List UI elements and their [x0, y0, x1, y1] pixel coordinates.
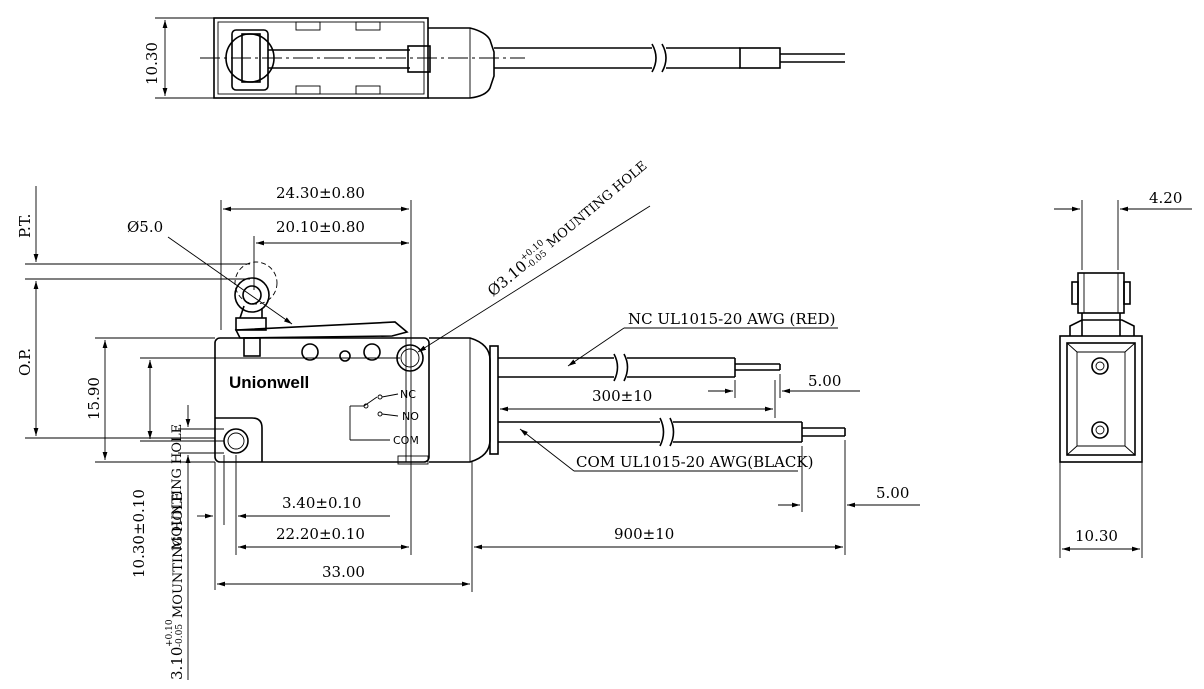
top-view: 10.30	[143, 17, 845, 99]
end-dim-bottom: 10.30	[1075, 527, 1118, 545]
end-dim-top: 4.20	[1149, 189, 1182, 207]
dim-op: O.P.	[16, 348, 34, 376]
dim-300: 300±10	[592, 387, 652, 405]
dim-10-30-a: 10.30±0.10	[130, 489, 148, 578]
dim-hole-left-tol-upper: +0.10	[165, 619, 175, 647]
dim-15-90: 15.90	[85, 377, 103, 420]
side-view: Unionwell NC NO COM	[16, 159, 920, 680]
dim-hole-left-main: 3.10	[168, 647, 186, 680]
dim-hole-text: MOUNTING HOLE	[544, 159, 650, 252]
end-view: 4.20 10.30	[1054, 189, 1192, 558]
dim-900: 900±10	[614, 525, 674, 543]
dim-strip-top: 5.00	[808, 372, 841, 390]
dim-width-24: 24.30±0.80	[276, 184, 365, 202]
dim-strip-bottom: 5.00	[876, 484, 909, 502]
dim-hole-left-tol-lower: -0.05	[175, 624, 185, 647]
dim-10-30-b: MOUNTING HOLE	[170, 424, 185, 550]
dim-22-20: 22.20±0.10	[276, 525, 365, 543]
dim-width-20: 20.10±0.80	[276, 218, 365, 236]
terminal-nc: NC	[400, 388, 416, 401]
top-height-dim: 10.30	[143, 42, 161, 85]
wire-com-label: COM UL1015-20 AWG(BLACK)	[576, 453, 813, 471]
brand-label: Unionwell	[229, 373, 309, 392]
terminal-com: COM	[393, 434, 419, 447]
dim-hole-left-text: MOUNTING HOLE	[171, 492, 186, 618]
dim-pt: P.T.	[16, 214, 34, 238]
dim-33: 33.00	[322, 563, 365, 581]
wire-nc-label: NC UL1015-20 AWG (RED)	[628, 310, 835, 328]
dim-roller-dia: Ø5.0	[127, 218, 163, 236]
dim-3-40: 3.40±0.10	[282, 494, 361, 512]
